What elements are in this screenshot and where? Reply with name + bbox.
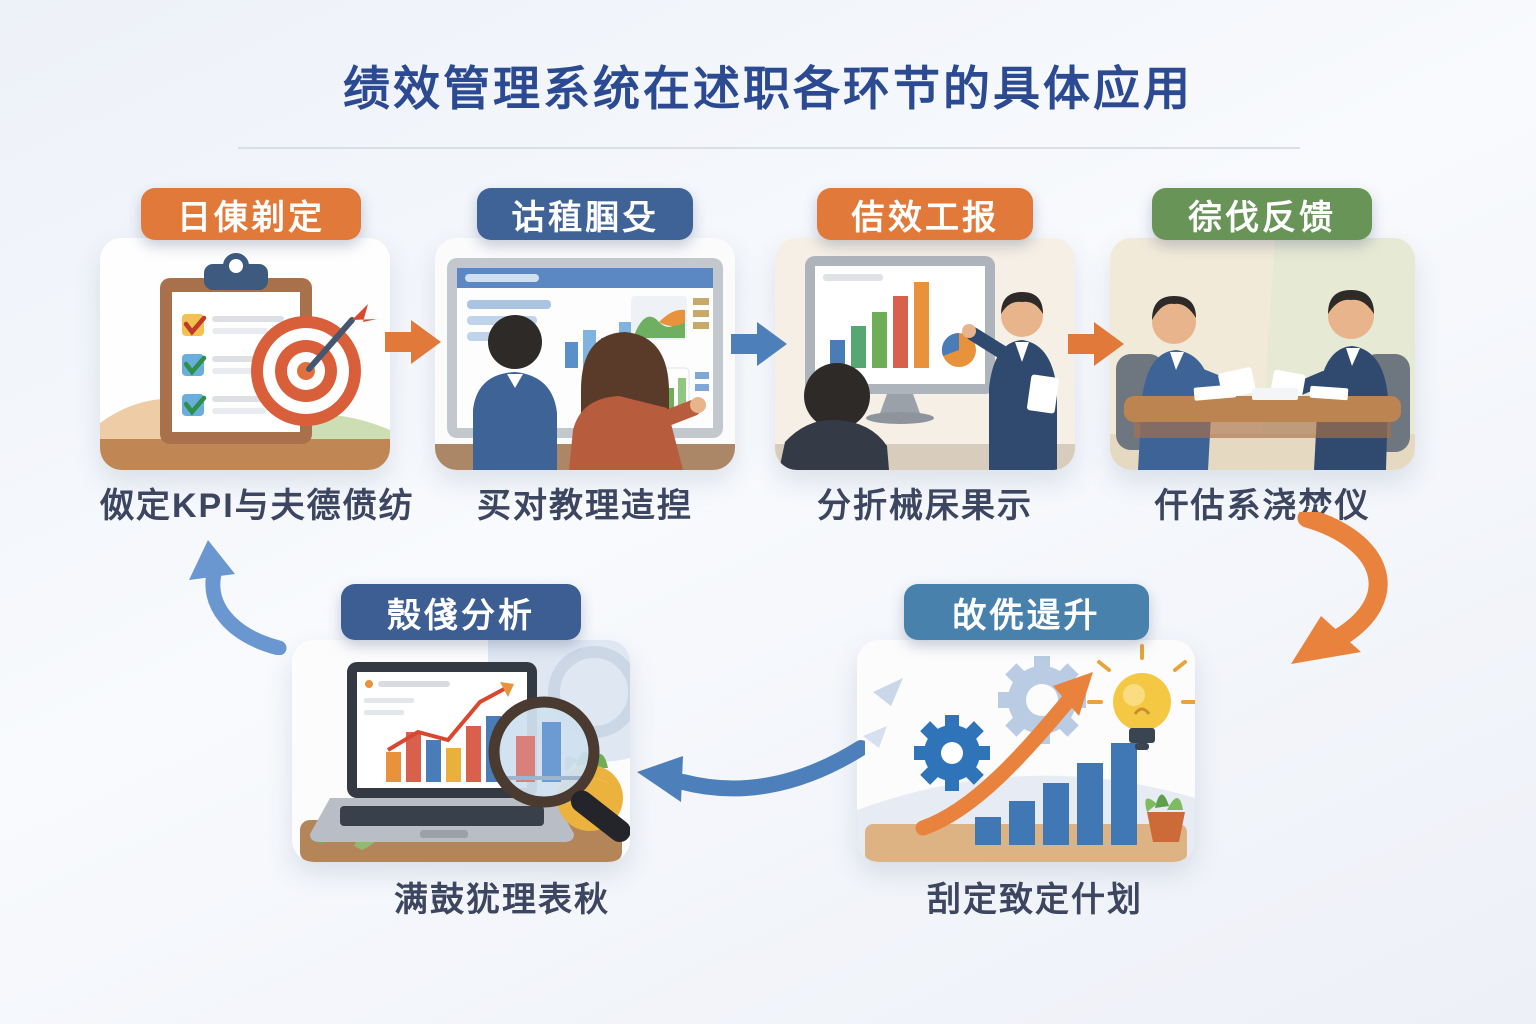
one-on-one-meeting-illustration — [1110, 238, 1415, 470]
page-title: 绩效管理系统在述职各环节的具体应用 — [343, 62, 1193, 115]
decor-shard — [873, 678, 903, 706]
clipboard-and-target-illustration — [100, 238, 390, 470]
notebook-icon — [1252, 388, 1298, 400]
growth-arrow-icon — [915, 672, 1093, 836]
laptop-with-magnifier-illustration — [292, 640, 630, 862]
meeting-table-icon — [1124, 384, 1401, 438]
ground-shape — [100, 439, 390, 470]
lightbulb-icon — [1087, 644, 1195, 750]
paper-icon — [1027, 374, 1059, 414]
bar-chart-rising — [975, 743, 1137, 845]
person-woman-pointing — [569, 332, 706, 470]
presentation-illustration — [775, 238, 1075, 470]
step-3-caption: 分折械杘果示 — [817, 487, 1033, 525]
step-5-caption: 满鼓犹理表秋 — [394, 881, 610, 919]
step-3-card — [775, 238, 1075, 470]
bullseye-target-icon — [251, 304, 377, 426]
arrow-right-icon — [731, 322, 787, 366]
dart-fletching — [352, 304, 377, 322]
step-4-badge: 徖伐反馈 — [1152, 188, 1372, 240]
step-6-card — [857, 640, 1195, 862]
gears-growth-bulb-illustration — [857, 640, 1195, 862]
arrow-right-icon — [1068, 322, 1124, 366]
title-divider — [238, 147, 1300, 149]
curved-arrow-down-icon — [1291, 512, 1388, 664]
curved-arrow-up-icon — [189, 540, 287, 655]
step-1-card — [100, 238, 390, 470]
step-4-card — [1110, 238, 1415, 470]
step-2-badge: 诂稙腘殳 — [477, 188, 693, 240]
dart-icon — [306, 317, 355, 372]
step-1-caption: 伮定KPI与夫德偾纺 — [100, 487, 415, 525]
gear-icon-blue — [914, 715, 990, 791]
step-2-card — [435, 238, 735, 470]
step-3-badge: 佶效工报 — [817, 188, 1033, 240]
arrow-right-icon — [385, 320, 441, 364]
decor-shard — [863, 726, 887, 748]
notebook-icon — [1193, 384, 1237, 401]
person-man-back — [473, 315, 557, 470]
step-2-caption: 买对教理迼揑 — [477, 487, 693, 525]
step-1-badge: 日倲剃定 — [141, 188, 361, 240]
team-viewing-dashboard-illustration — [435, 238, 735, 470]
person-presenter — [962, 292, 1059, 470]
step-5-badge: 殼俴分析 — [341, 584, 581, 640]
step-5-card — [292, 640, 630, 862]
person-audience-back — [779, 363, 889, 470]
plant-pot-icon — [1145, 794, 1185, 842]
magnifier-icon — [488, 696, 630, 842]
notebook-icon — [1309, 385, 1349, 401]
arrow-left-icon — [637, 740, 865, 802]
step-6-caption: 刮定致定什划 — [927, 881, 1143, 919]
step-6-badge: 敀侁遈升 — [904, 584, 1149, 640]
